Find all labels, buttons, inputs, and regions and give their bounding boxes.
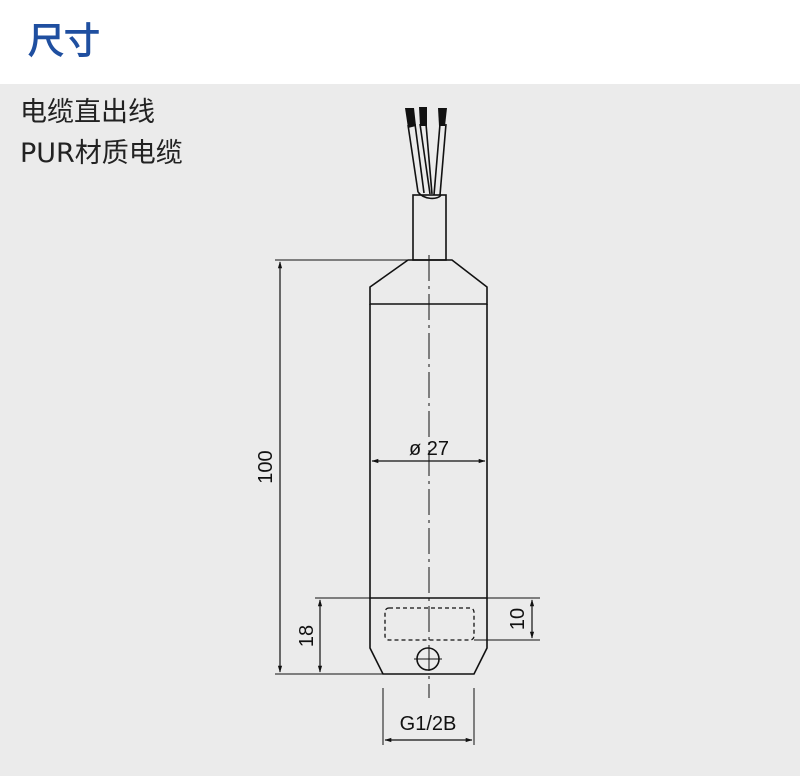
wire-tips (405, 107, 447, 128)
cable-sheath (412, 194, 447, 261)
diameter-dimension-label: ø 27 (409, 438, 449, 460)
cable-wires (407, 123, 447, 200)
thread-size-label: G1/2B (400, 713, 457, 735)
length-dimension-label: 100 (255, 450, 277, 483)
content-panel (0, 84, 800, 776)
description-cable-type: 电缆直出线 (20, 97, 155, 128)
thread-depth-dimension-label: 10 (507, 608, 529, 630)
description-cable-material: PUR材质电缆 (20, 138, 183, 169)
header: 尺寸 (0, 0, 800, 84)
page-title: 尺寸 (28, 21, 101, 62)
bottom-section-dimension-label: 18 (296, 625, 318, 647)
